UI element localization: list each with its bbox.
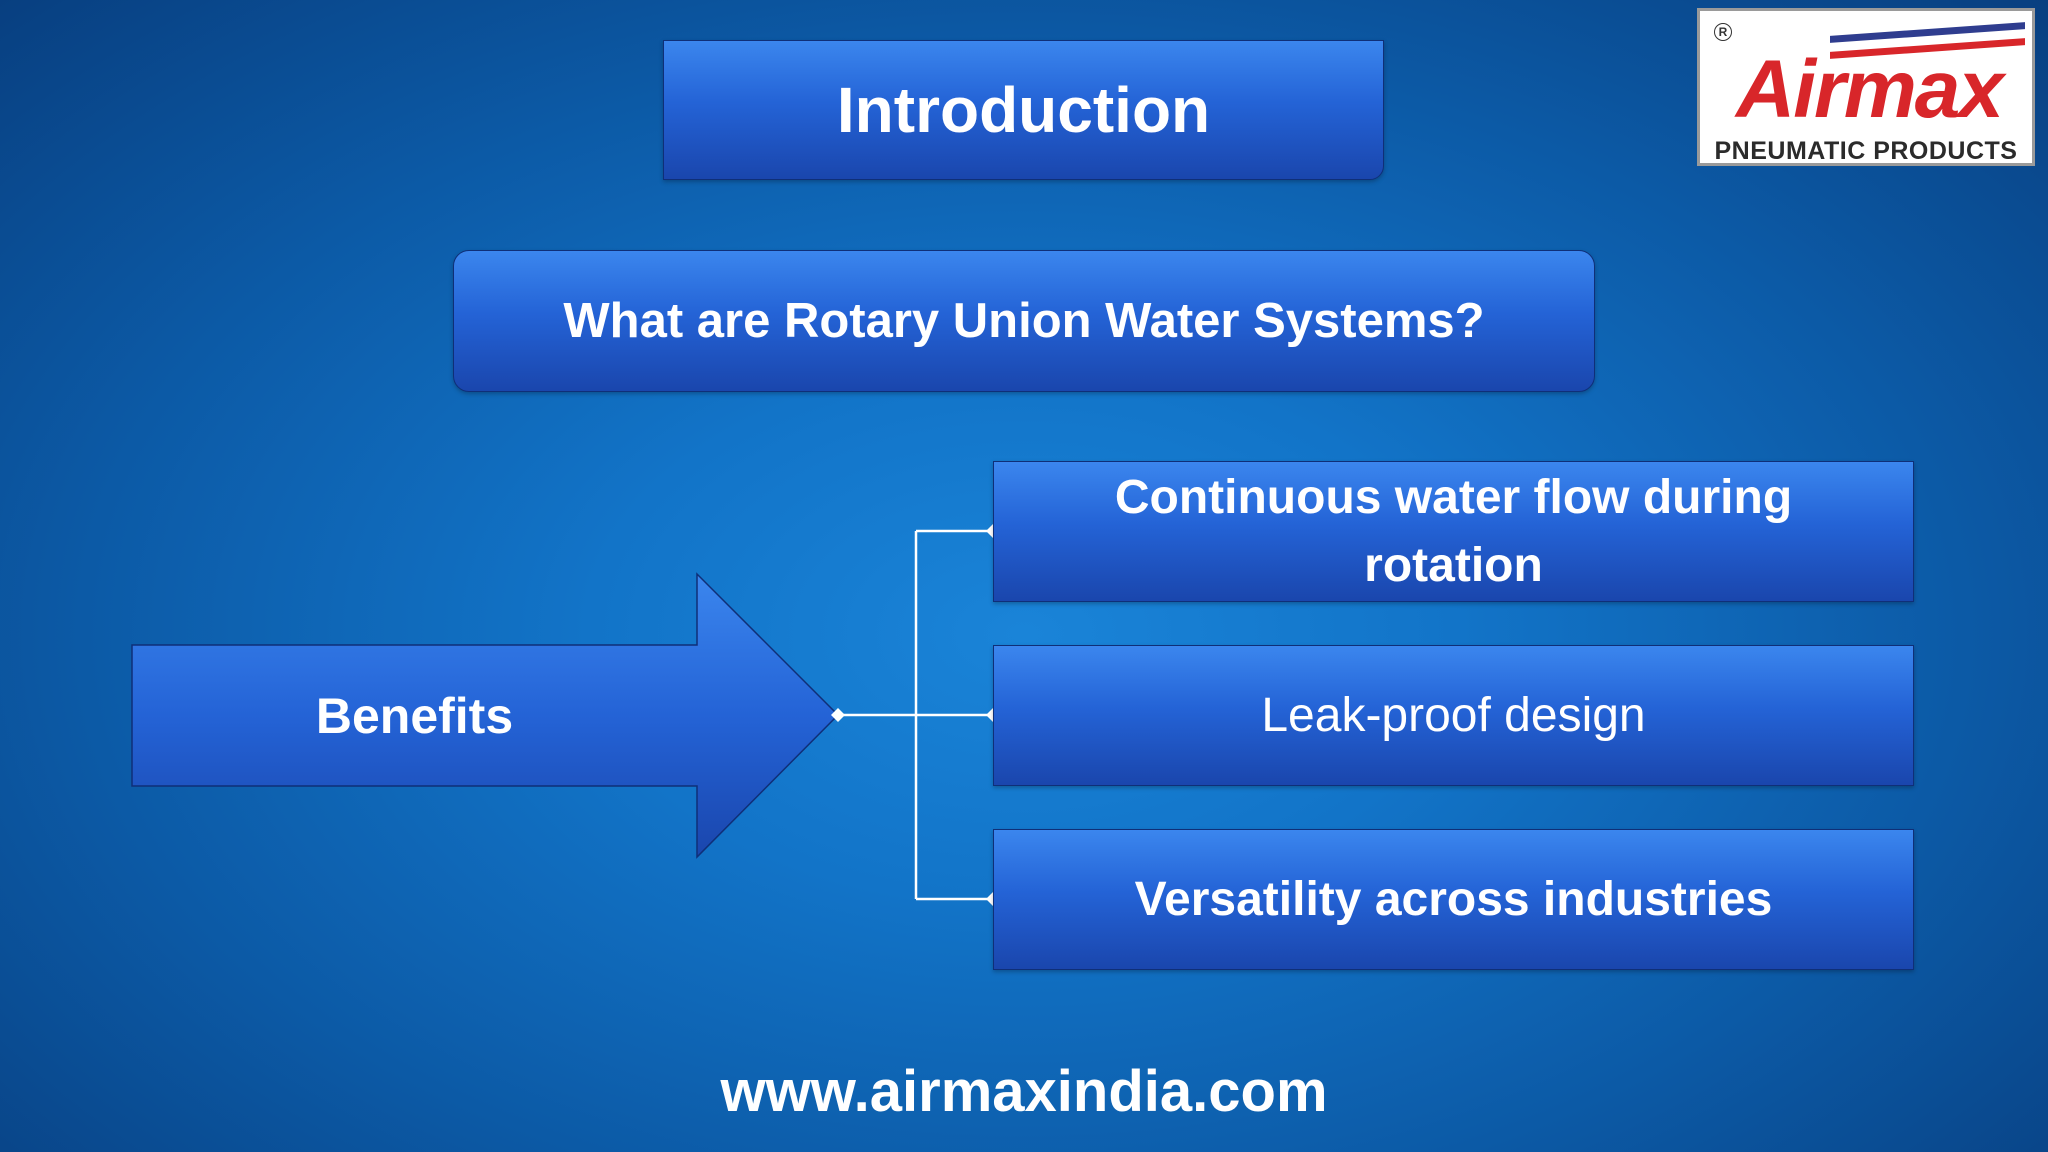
question-box: What are Rotary Union Water Systems? <box>453 250 1595 392</box>
benefit-item-versatility: Versatility across industries <box>993 829 1914 970</box>
logo-name: Airmax <box>1735 44 2004 135</box>
benefit-item-text: Continuous water flow during rotation <box>1114 470 1793 592</box>
question-text: What are Rotary Union Water Systems? <box>563 294 1485 348</box>
benefit-item-text: Leak-proof design <box>1261 688 1646 742</box>
bracket-connector <box>838 529 993 901</box>
page-title: Introduction <box>836 74 1211 146</box>
benefits-label: Benefits <box>315 687 514 744</box>
airmax-logo: R Airmax PNEUMATIC PRODUCTS <box>1697 8 2035 166</box>
benefit-item-continuous-flow: Continuous water flow during rotation <box>993 461 1914 602</box>
logo-tagline: PNEUMATIC PRODUCTS <box>1714 137 2018 165</box>
title-box: Introduction <box>663 40 1384 180</box>
benefits-arrow-shape <box>131 572 840 859</box>
benefit-item-leak-proof: Leak-proof design <box>993 645 1914 786</box>
website-url: www.airmaxindia.com <box>720 1059 1328 1124</box>
registered-mark-icon: R <box>1714 23 1732 41</box>
connector-dot-arrow <box>831 708 845 722</box>
benefit-item-text: Versatility across industries <box>1134 872 1773 926</box>
